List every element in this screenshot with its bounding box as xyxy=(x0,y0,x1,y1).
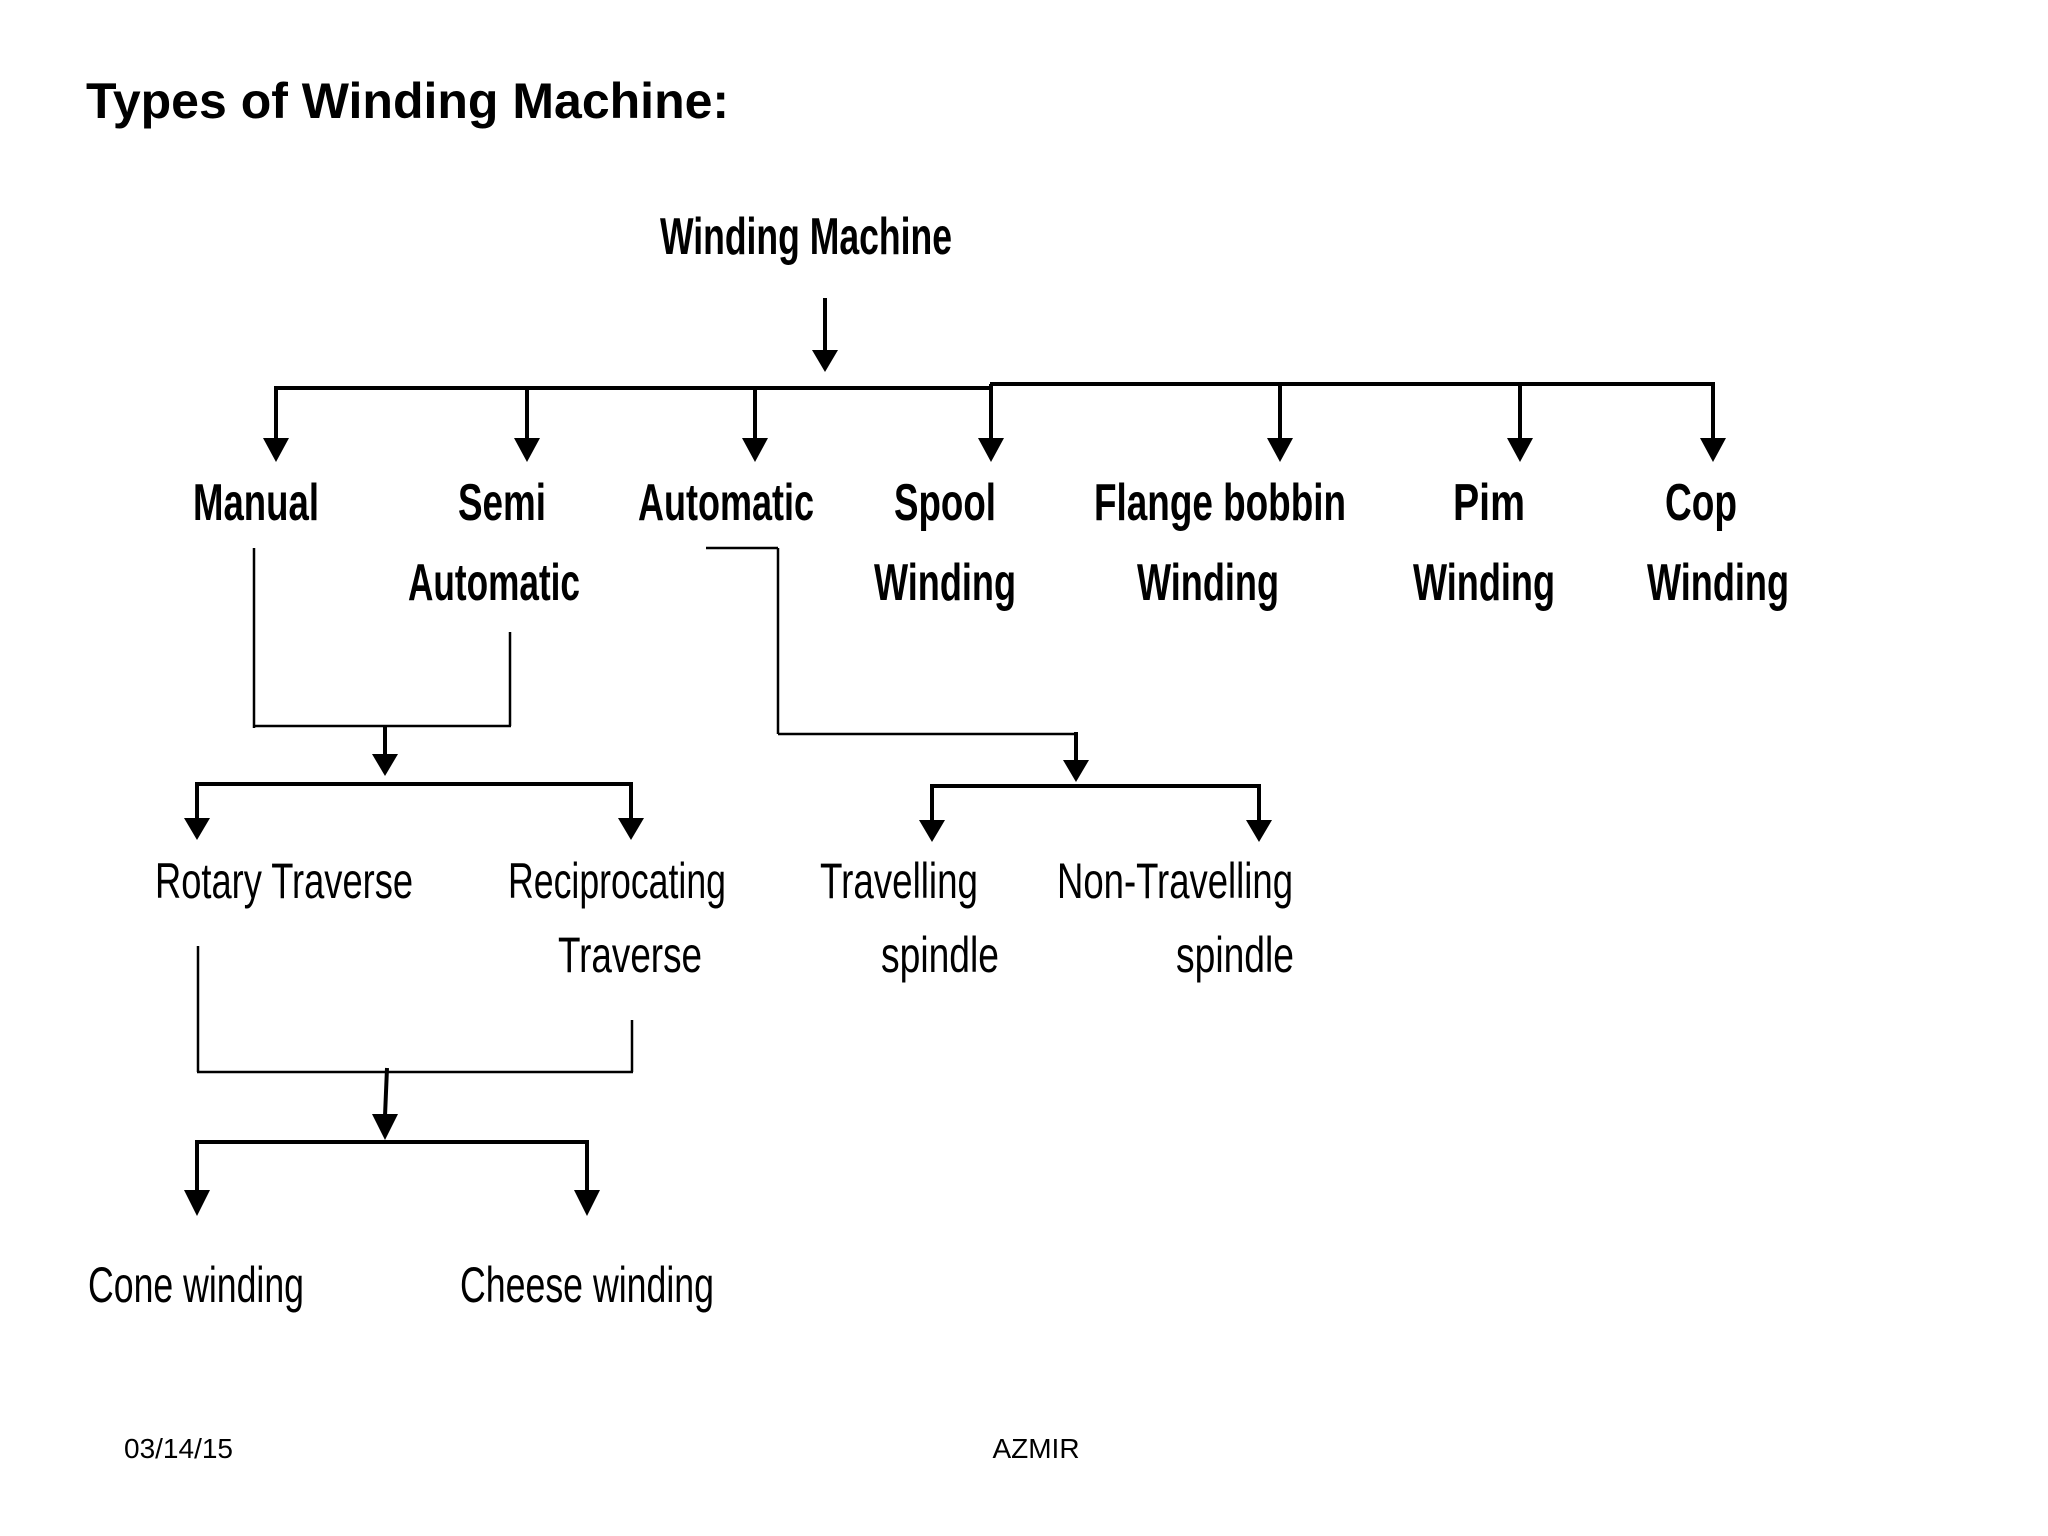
node-pim-winding-line1: Pim xyxy=(1453,474,1525,532)
node-travelling-spindle-line1: Travelling xyxy=(820,853,978,909)
footer-date: 03/14/15 xyxy=(124,1433,233,1464)
node-cheese-winding: Cheese winding xyxy=(460,1257,714,1313)
footer-author: AZMIR xyxy=(992,1433,1079,1464)
node-cone-winding: Cone winding xyxy=(88,1257,304,1313)
node-reciprocating-traverse-line2: Traverse xyxy=(558,927,702,983)
node-manual: Manual xyxy=(193,474,319,532)
node-reciprocating-traverse-line1: Reciprocating xyxy=(508,853,726,909)
node-flange-bobbin-winding-line1: Flange bobbin xyxy=(1094,474,1346,532)
node-automatic: Automatic xyxy=(638,474,814,532)
node-travelling-spindle-line2: spindle xyxy=(881,927,999,983)
node-non-travelling-spindle-line2: spindle xyxy=(1176,927,1294,983)
node-semi-automatic-line1: Semi xyxy=(458,474,546,532)
node-winding-machine: Winding Machine xyxy=(660,208,952,266)
node-spool-winding-line1: Spool xyxy=(894,474,996,532)
node-cop-winding-line1: Cop xyxy=(1665,474,1737,532)
node-spool-winding-line2: Winding xyxy=(874,554,1016,612)
node-flange-bobbin-winding-line2: Winding xyxy=(1137,554,1279,612)
node-cop-winding-line2: Winding xyxy=(1647,554,1789,612)
connectors xyxy=(184,298,1726,1216)
node-semi-automatic-line2: Automatic xyxy=(408,554,580,612)
node-pim-winding-line2: Winding xyxy=(1413,554,1555,612)
node-rotary-traverse: Rotary Traverse xyxy=(155,853,413,909)
node-non-travelling-spindle-line1: Non-Travelling xyxy=(1057,853,1293,909)
slide-title: Types of Winding Machine: xyxy=(86,73,729,129)
